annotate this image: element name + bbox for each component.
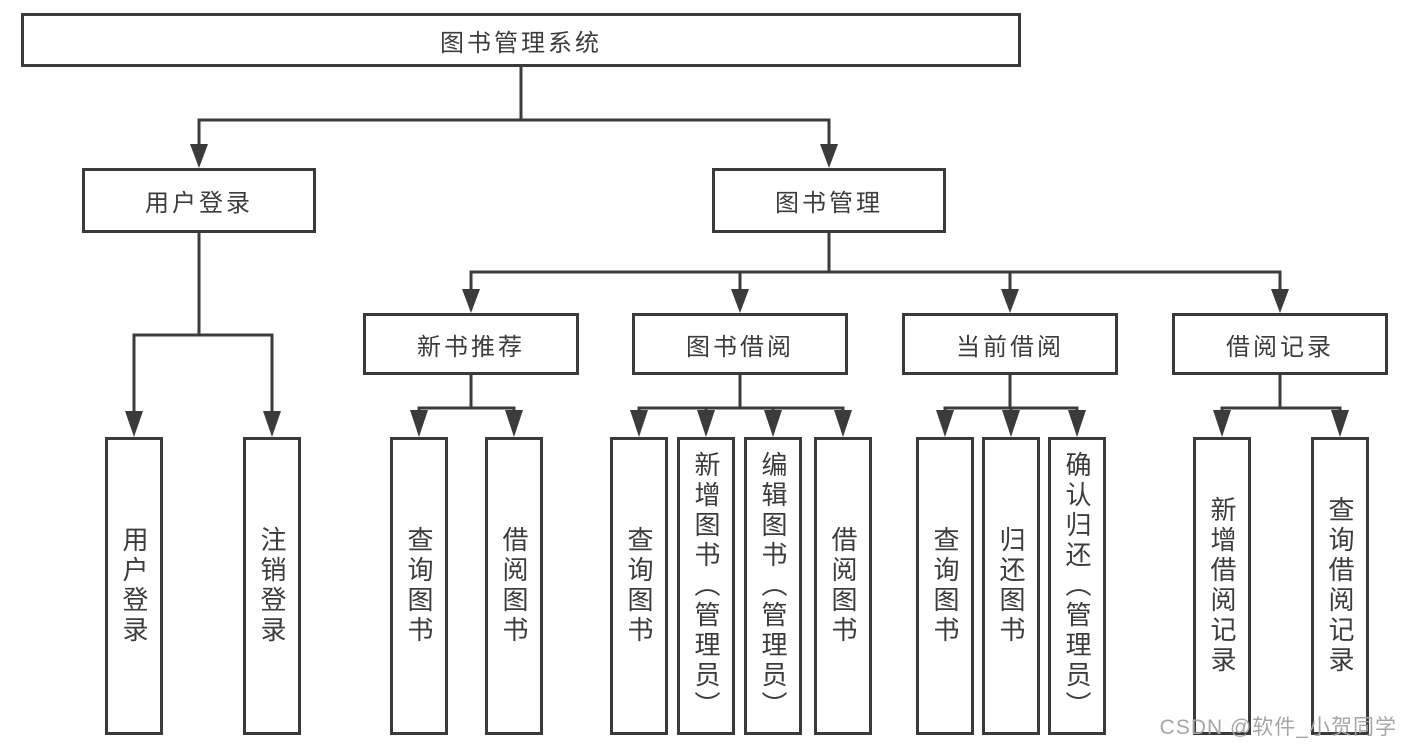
node-borrow-record: 借阅记录 [1172, 313, 1388, 375]
connector-new-book-branch [410, 375, 523, 437]
leaf-user-login: 用户登录 [105, 437, 163, 735]
connector-borrow-record-branch [1213, 375, 1349, 437]
leaf-logout-label: 注销登录 [257, 526, 287, 646]
node-library-management-system: 图书管理系统 [21, 13, 1021, 67]
leaf-search-books-current-label: 查询图书 [930, 526, 960, 646]
leaf-user-login-label: 用户登录 [119, 526, 149, 646]
connector-root-to-level2 [190, 67, 838, 168]
node-current-borrow: 当前借阅 [902, 313, 1118, 375]
csdn-watermark: CSDN @软件_小贺同学 [1159, 716, 1397, 739]
node-book-borrow: 图书借阅 [632, 313, 848, 375]
node-current-borrow-label: 当前借阅 [956, 333, 1064, 361]
leaf-search-books-current: 查询图书 [916, 437, 974, 735]
leaf-search-borrow-record-label: 查询借阅记录 [1325, 496, 1355, 676]
leaf-return-book-label: 归还图书 [996, 526, 1026, 646]
node-new-book-recommend: 新书推荐 [363, 313, 579, 375]
leaf-confirm-return-admin: 确认归还（管理员） [1048, 437, 1106, 735]
connector-current-borrow-branch [936, 375, 1086, 437]
leaf-confirm-return-admin-label: 确认归还（管理员） [1062, 451, 1092, 721]
node-new-book-recommend-label: 新书推荐 [417, 333, 525, 361]
leaf-search-books-borrow: 查询图书 [610, 437, 668, 735]
leaf-add-book-admin: 新增图书（管理员） [677, 437, 735, 735]
node-library-management-system-label: 图书管理系统 [440, 29, 602, 57]
leaf-logout: 注销登录 [243, 437, 301, 735]
leaf-search-books-recommend-label: 查询图书 [404, 526, 434, 646]
connector-user-login-branch [125, 233, 281, 437]
leaf-borrow-books-label: 借阅图书 [828, 526, 858, 646]
node-book-management-label: 图书管理 [775, 190, 883, 217]
leaf-search-books-borrow-label: 查询图书 [624, 526, 654, 646]
node-book-management: 图书管理 [712, 168, 946, 233]
leaf-add-borrow-record-label: 新增借阅记录 [1207, 496, 1237, 676]
leaf-add-borrow-record: 新增借阅记录 [1193, 437, 1251, 735]
node-borrow-record-label: 借阅记录 [1226, 333, 1334, 361]
leaf-borrow-books-recommend-label: 借阅图书 [499, 526, 529, 646]
leaf-return-book: 归还图书 [982, 437, 1040, 735]
leaf-search-books-recommend: 查询图书 [390, 437, 448, 735]
node-book-borrow-label: 图书借阅 [686, 333, 794, 361]
node-user-login-label: 用户登录 [145, 190, 253, 217]
connector-book-management-branch [462, 233, 1289, 313]
connector-book-borrow-branch [630, 375, 852, 437]
leaf-borrow-books: 借阅图书 [814, 437, 872, 735]
leaf-borrow-books-recommend: 借阅图书 [485, 437, 543, 735]
leaf-add-book-admin-label: 新增图书（管理员） [691, 451, 721, 721]
leaf-edit-book-admin-label: 编辑图书（管理员） [758, 451, 788, 721]
leaf-search-borrow-record: 查询借阅记录 [1311, 437, 1369, 735]
leaf-edit-book-admin: 编辑图书（管理员） [744, 437, 802, 735]
node-user-login: 用户登录 [82, 168, 316, 233]
